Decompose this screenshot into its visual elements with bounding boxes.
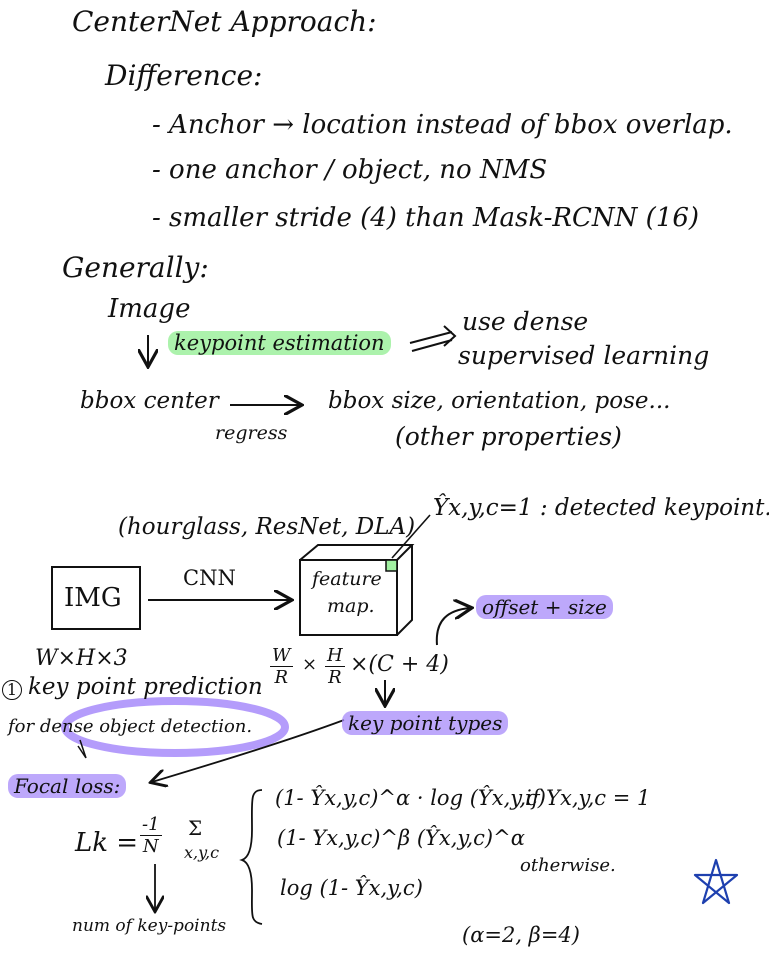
bbox-properties-label: bbox size, orientation, pose... — [328, 388, 671, 414]
other-properties-label: (other properties) — [395, 422, 622, 451]
keypoint-estimation-label: keypoint estimation — [168, 331, 391, 355]
keypoint-types-label: key point types — [342, 711, 509, 735]
feature-map-box — [299, 544, 415, 636]
image-label: Image — [108, 294, 191, 324]
regress-label: regress — [215, 422, 288, 444]
case-positive: (1- Ŷx,y,c)^α · log (Ŷx,y,c) — [275, 786, 546, 810]
hyperparameters-label: (α=2, β=4) — [462, 923, 580, 947]
case-positive-condition: if Yx,y,c = 1 — [525, 786, 651, 810]
num-keypoints-label: num of key-points — [72, 916, 227, 936]
case-negative: (1- Yx,y,c)^β (Ŷx,y,c)^α — [277, 826, 525, 850]
backbones-label: (hourglass, ResNet, DLA) — [118, 514, 416, 540]
channels-label: ×(C + 4) — [350, 652, 449, 677]
loss-normalizer: -1 N — [140, 814, 162, 857]
bbox-center-label: bbox center — [80, 388, 219, 414]
double-arrow — [409, 331, 453, 352]
use-dense-label: use dense — [462, 307, 589, 336]
output-height-fraction: H R — [325, 645, 345, 688]
supervised-learning-label: supervised learning — [458, 341, 710, 370]
input-dims-label: W×H×3 — [35, 646, 128, 671]
star-icon — [693, 858, 739, 905]
feature-map-label-2: map. — [327, 595, 375, 617]
case-negative-condition: otherwise. — [520, 855, 616, 876]
difference-item: - smaller stride (4) than Mask-RCNN (16) — [152, 203, 700, 233]
difference-heading: Difference: — [105, 59, 263, 92]
output-width-fraction: W R — [270, 645, 293, 688]
sum-subscript: x,y,c — [184, 843, 220, 862]
case-log-term: log (1- Ŷx,y,c) — [280, 876, 423, 900]
keypoint-prediction-label: key point prediction — [28, 674, 263, 700]
cnn-label: CNN — [183, 566, 236, 590]
focal-loss-label: Focal loss: — [8, 774, 127, 798]
feature-map-label: feature — [312, 568, 382, 590]
page-title: CenterNet Approach: — [72, 5, 377, 38]
difference-item: - one anchor / object, no NMS — [152, 155, 548, 185]
dense-detection-label: for dense object detection. — [8, 716, 253, 737]
generally-heading: Generally: — [62, 251, 209, 284]
times-symbol: × — [302, 654, 318, 675]
offset-size-arrow — [435, 608, 470, 646]
offset-size-label: offset + size — [476, 595, 613, 619]
step-number: 1 — [2, 680, 22, 700]
difference-item: - Anchor → location instead of bbox over… — [152, 110, 733, 140]
cases-brace — [239, 789, 263, 925]
loss-lhs: Lk = — [75, 828, 139, 858]
detected-keypoint-label: Ŷx,y,c=1 : detected keypoint. — [433, 495, 769, 521]
img-label: IMG — [64, 583, 122, 613]
sum-symbol: Σ — [188, 816, 203, 840]
